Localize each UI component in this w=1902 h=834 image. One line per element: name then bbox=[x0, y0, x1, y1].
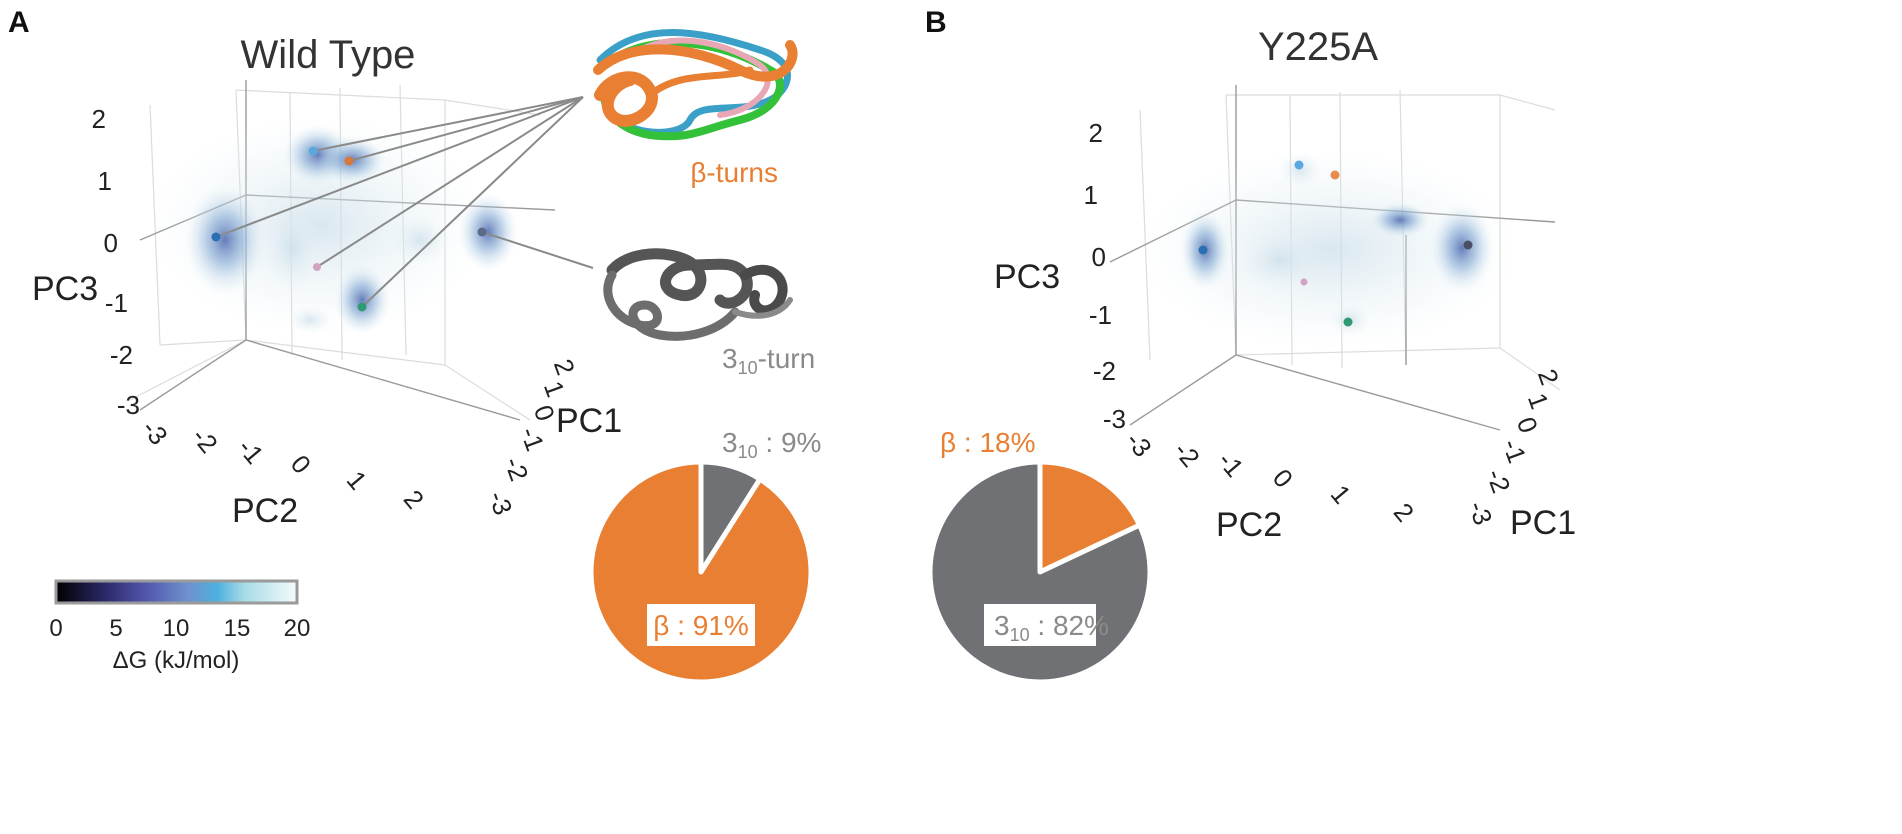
pie-b-slice-beta bbox=[1037, 459, 1143, 575]
panel-a-pie-chart bbox=[588, 459, 814, 685]
panel-b-free-energy-surface bbox=[1140, 150, 1520, 350]
colorbar-tick: 10 bbox=[163, 615, 190, 642]
pie-a-310-label-sub: 10 bbox=[738, 442, 758, 462]
pie-b-310-label-rest: : 82% bbox=[1030, 610, 1109, 641]
panel-a-connectors bbox=[215, 96, 594, 308]
pc1-tick: 0 bbox=[1511, 413, 1544, 437]
panel-a: A Wild Type bbox=[8, 6, 821, 685]
panel-b: B Y225A bbox=[925, 6, 1576, 685]
cluster-point bbox=[1330, 170, 1340, 180]
pc3-tick: -2 bbox=[110, 340, 133, 370]
cluster-point bbox=[344, 156, 354, 166]
pie-b-beta-label: β : 18% bbox=[940, 427, 1035, 458]
pc2-tick: 1 bbox=[341, 465, 373, 495]
colorbar-tick: 15 bbox=[224, 615, 251, 642]
cluster-point bbox=[1198, 245, 1208, 255]
cluster-point bbox=[1343, 317, 1353, 327]
pc3-tick: -1 bbox=[105, 288, 128, 318]
panel-a-pc1-label: PC1 bbox=[556, 402, 622, 440]
pc1-tick: -2 bbox=[1480, 465, 1516, 497]
cluster-point bbox=[308, 146, 318, 156]
panel-b-pc3-ticks: 2 1 0 -1 -2 -3 bbox=[1084, 118, 1126, 434]
beta-turn-structure-illustration bbox=[593, 29, 798, 141]
colorbar-tick: 5 bbox=[109, 615, 122, 642]
pc1-tick: 2 bbox=[548, 355, 581, 379]
pc1-tick: 1 bbox=[1522, 389, 1555, 413]
pc3-tick: -3 bbox=[117, 390, 140, 420]
pc2-tick: 2 bbox=[398, 484, 430, 514]
colorbar-tick: 0 bbox=[49, 615, 62, 642]
panel-a-pc3-ticks: 2 1 0 -1 -2 -3 bbox=[92, 104, 140, 420]
pc1-tick: -2 bbox=[498, 453, 534, 485]
pie-b-310-label-box bbox=[984, 604, 1096, 646]
310-turn-structure-illustration bbox=[603, 248, 793, 341]
pc3-tick: 2 bbox=[1089, 118, 1103, 148]
pc1-tick: -3 bbox=[482, 487, 518, 519]
cluster-point bbox=[357, 302, 367, 312]
pc3-tick: -3 bbox=[1103, 404, 1126, 434]
pc2-tick: -1 bbox=[1212, 446, 1250, 483]
cluster-point bbox=[211, 232, 221, 242]
pc3-tick: -2 bbox=[1093, 356, 1116, 386]
pie-a-310-label: 310 : 9% bbox=[722, 427, 821, 462]
pc2-tick: -2 bbox=[1168, 436, 1206, 473]
310-turn-label-main: 3 bbox=[722, 343, 738, 374]
panel-a-title: Wild Type bbox=[241, 33, 416, 77]
pc3-tick: -1 bbox=[1089, 300, 1112, 330]
pc1-tick: 2 bbox=[1532, 365, 1565, 389]
pc2-tick: 0 bbox=[285, 449, 317, 479]
panel-a-letter: A bbox=[8, 6, 30, 39]
pc2-tick: -1 bbox=[232, 433, 270, 470]
pie-a-slice-beta bbox=[588, 459, 814, 685]
panel-b-pc1-label: PC1 bbox=[1510, 504, 1576, 542]
pc2-tick: 2 bbox=[1388, 497, 1420, 527]
pc2-tick: -3 bbox=[136, 414, 174, 451]
colorbar: 0 5 10 15 20 ΔG (kJ/mol) bbox=[49, 579, 311, 674]
colorbar-label: ΔG (kJ/mol) bbox=[113, 647, 240, 674]
pc1-tick: -3 bbox=[1462, 497, 1498, 529]
pie-b-310-label: 310 : 82% bbox=[994, 610, 1109, 645]
panel-a-pc2-label: PC2 bbox=[232, 492, 298, 530]
colorbar-gradient bbox=[54, 579, 299, 605]
cluster-point bbox=[1300, 278, 1308, 286]
310-turn-label-sub: 10 bbox=[738, 358, 758, 378]
pie-a-beta-label: β : 91% bbox=[653, 610, 748, 641]
panel-a-pc3-label: PC3 bbox=[32, 270, 98, 308]
pc2-tick: 1 bbox=[1325, 479, 1357, 509]
cluster-point bbox=[313, 263, 321, 271]
pc3-tick: 1 bbox=[1084, 180, 1098, 210]
310-turn-label-rest: -turn bbox=[758, 343, 816, 374]
colorbar-tick: 20 bbox=[284, 615, 311, 642]
pie-b-310-label-sub: 10 bbox=[1010, 625, 1030, 645]
panel-b-cluster-points bbox=[1198, 160, 1473, 327]
panel-b-pie-chart bbox=[927, 459, 1153, 685]
panel-b-pc3-label: PC3 bbox=[994, 258, 1060, 296]
pc1-tick: -1 bbox=[1496, 435, 1532, 467]
pie-a-310-label-rest: : 9% bbox=[758, 427, 822, 458]
310-turn-label: 310-turn bbox=[722, 343, 815, 378]
pc3-tick: 2 bbox=[92, 104, 106, 134]
pc3-tick: 0 bbox=[1092, 242, 1106, 272]
panel-b-pc2-label: PC2 bbox=[1216, 506, 1282, 544]
pc1-tick: 1 bbox=[538, 377, 571, 401]
pie-b-310-label-main: 3 bbox=[994, 610, 1010, 641]
pc2-tick: 0 bbox=[1267, 463, 1299, 493]
panel-b-title: Y225A bbox=[1258, 25, 1378, 69]
pc2-tick: -2 bbox=[186, 422, 224, 459]
pie-a-beta-label-box bbox=[647, 604, 755, 646]
cluster-point bbox=[1463, 240, 1473, 250]
panel-a-cluster-points bbox=[211, 146, 487, 312]
beta-turns-label: β-turns bbox=[690, 157, 778, 188]
pc3-tick: 1 bbox=[98, 166, 112, 196]
pc1-tick: -1 bbox=[514, 423, 550, 455]
cluster-point bbox=[1294, 160, 1304, 170]
pie-a-310-label-main: 3 bbox=[722, 427, 738, 458]
pc3-tick: 0 bbox=[104, 228, 118, 258]
panel-b-letter: B bbox=[925, 6, 947, 39]
panel-a-free-energy-surface bbox=[150, 115, 518, 335]
cluster-point bbox=[477, 227, 487, 237]
